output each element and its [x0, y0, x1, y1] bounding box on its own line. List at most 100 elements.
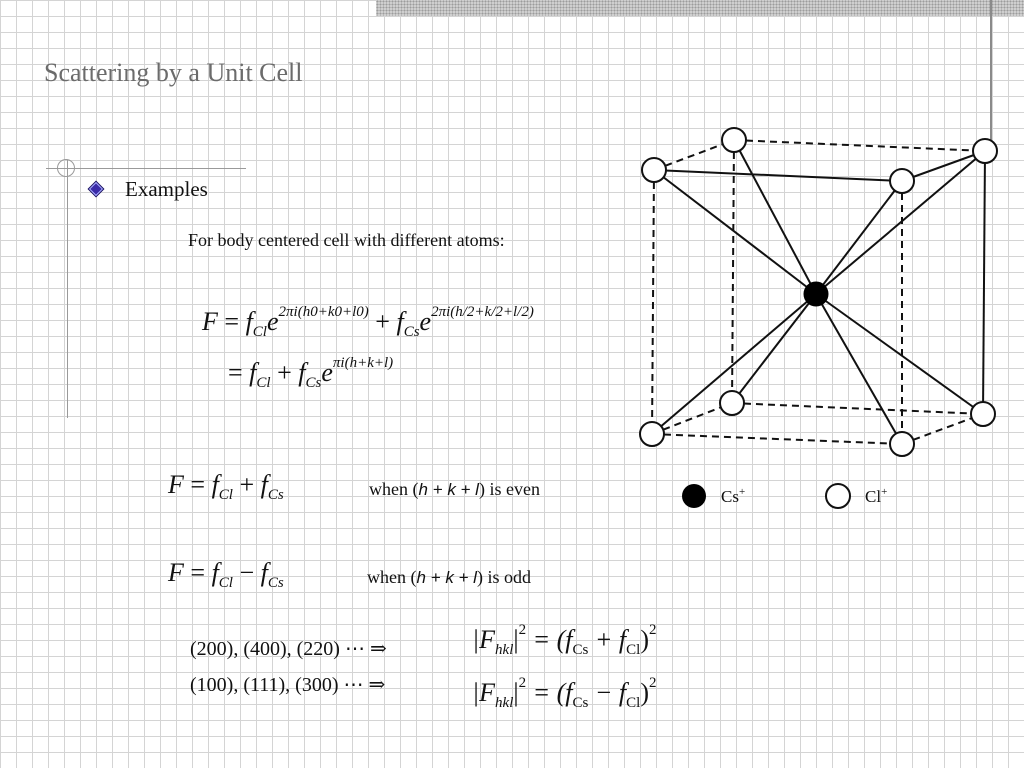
abs-bar: |: [513, 625, 519, 654]
bond-line: [815, 150, 986, 295]
condition-even-text: when (h + k + l) is even: [369, 479, 540, 500]
when-prefix: when (: [369, 479, 419, 499]
legend-cs-label: Cs: [721, 487, 739, 506]
subscript-cl: Cl: [626, 695, 641, 711]
edge: [651, 402, 733, 435]
abs-bar: |: [513, 678, 519, 707]
subscript-cl: Cl: [256, 375, 271, 391]
subscript-hkl: hkl: [495, 642, 514, 658]
subscript-cs: Cs: [403, 324, 420, 340]
exponent: πi(h+k+l): [332, 355, 394, 371]
symbol-F: F: [168, 470, 184, 499]
bullet-examples: Examples: [125, 177, 208, 201]
structure-factor-equation-2: = fCl + fCseπi(h+k+l): [228, 355, 393, 392]
symbol-f: f: [245, 307, 253, 336]
operator: −: [232, 558, 261, 587]
abs-F: |F: [472, 625, 496, 654]
intensity-even-equation: |Fhkl|2 = (fCs + fCl)2: [472, 622, 657, 659]
when-prefix: when (: [367, 567, 417, 587]
exponent-2: 2: [649, 675, 657, 691]
legend-cs: Cs+: [721, 486, 745, 507]
edge: [733, 139, 986, 152]
symbol-F: F: [168, 558, 184, 587]
exponent-2: 2: [518, 675, 527, 691]
symbol-e: e: [266, 307, 279, 336]
operator: − f: [588, 678, 627, 707]
subscript-cs: Cs: [572, 695, 589, 711]
exponent-2: 2πi(h/2+k/2+l/2): [431, 304, 534, 320]
subscript-cl: Cl: [252, 324, 267, 340]
subscript-cs: Cs: [572, 642, 589, 658]
subscript-hkl: hkl: [495, 695, 514, 711]
edge: [653, 139, 735, 171]
subscript-cs: Cs: [305, 375, 322, 391]
cl-atom: [639, 421, 665, 447]
symbol-f: f: [211, 558, 219, 587]
exponent-2: 2: [518, 622, 527, 638]
condition-odd-text: when (h + k + l) is odd: [367, 567, 531, 588]
cl-atom: [972, 138, 998, 164]
cl-atom: [889, 431, 915, 457]
cl-corner-atoms: [639, 127, 998, 457]
equals-sign: =: [228, 358, 250, 387]
equals-sign: =: [217, 307, 246, 336]
rhs-start: = (f: [526, 678, 573, 707]
slide-title: Scattering by a Unit Cell: [44, 58, 303, 87]
intensity-odd-equation: |Fhkl|2 = (fCs − fCl)2: [472, 675, 657, 712]
abs-F: |F: [472, 678, 496, 707]
rhs-start: = (f: [526, 625, 573, 654]
cl-atom: [889, 168, 915, 194]
symbol-f: f: [298, 358, 306, 387]
symbol-e: e: [321, 358, 333, 387]
legend-cl-label: Cl: [865, 487, 882, 506]
cl-atom: [719, 390, 745, 416]
subscript-cs: Cs: [267, 575, 284, 591]
edge: [731, 402, 984, 415]
bond-line: [815, 293, 903, 445]
when-suffix: ) is odd: [476, 567, 531, 587]
condition-even-equation: F = fCl + fCs: [168, 470, 284, 504]
header-pattern-bar: [376, 0, 1024, 16]
symbol-e: e: [419, 307, 432, 336]
operator: +: [232, 470, 261, 499]
cs-center-atom: [803, 281, 829, 307]
edge: [651, 169, 655, 435]
edge: [731, 139, 735, 404]
edge: [651, 433, 903, 445]
structure-factor-equation-1: F = fCle2πi(h0+k0+l0) + fCse2πi(h/2+k/2+…: [202, 304, 534, 341]
equals-sign: =: [183, 558, 212, 587]
symbol-f: f: [260, 470, 268, 499]
legend-cs-charge: +: [738, 486, 746, 498]
symbol-F: F: [202, 307, 218, 336]
bond-line: [651, 293, 817, 435]
subscript-cl: Cl: [626, 642, 641, 658]
cube-edges: [651, 139, 986, 445]
decorative-horizontal-rule: [46, 168, 246, 169]
plus-sign: +: [270, 358, 299, 387]
hkl-sum: h + k + l: [416, 568, 477, 587]
decorative-vertical-rule: [990, 0, 992, 140]
equals-sign: =: [183, 470, 212, 499]
bond-line: [733, 139, 817, 295]
bond-line: [815, 293, 984, 415]
bond-line: [731, 293, 817, 404]
exponent-1: 2πi(h0+k0+l0): [278, 304, 369, 320]
symbol-f: f: [396, 307, 404, 336]
bond-line: [815, 180, 903, 295]
operator: + f: [588, 625, 627, 654]
edge: [901, 150, 986, 182]
legend-cl-charge: +: [881, 486, 888, 498]
close-paren: ): [640, 625, 649, 654]
cs-legend-marker: [682, 484, 706, 508]
cl-atom: [721, 127, 747, 153]
symbol-f: f: [249, 358, 257, 387]
bond-line: [653, 169, 817, 295]
body-diagonals: [651, 139, 986, 445]
cl-atom: [641, 157, 667, 183]
edge: [982, 150, 986, 415]
subscript-cl: Cl: [218, 487, 233, 503]
edge: [901, 413, 984, 445]
cl-legend-marker: [825, 483, 851, 509]
reflections-odd: (100), (111), (300) ⋯ ⇒: [190, 674, 386, 696]
hkl-sum: h + k + l: [418, 480, 479, 499]
